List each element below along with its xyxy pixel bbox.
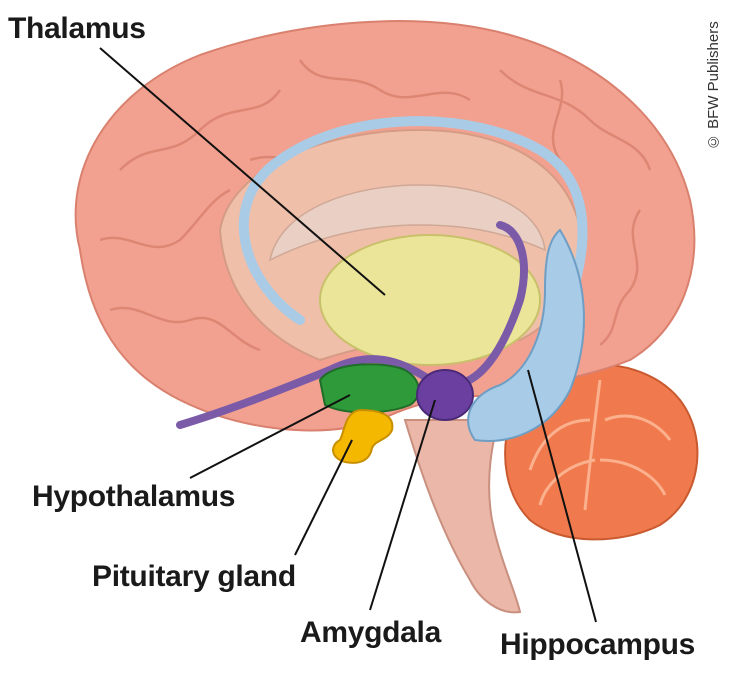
amygdala (416, 369, 474, 421)
leader-lines (99, 47, 597, 623)
hypothalamus-leader (189, 394, 351, 479)
hippocampus-leader (527, 369, 597, 623)
corpus-callosum (268, 184, 546, 262)
cortex-gyri (99, 59, 652, 352)
hypothalamus-label: Hypothalamus (32, 480, 236, 513)
brainstem (403, 419, 522, 614)
amygdala-leader (369, 399, 436, 611)
thalamus-leader (99, 47, 386, 296)
cerebellum-folds (528, 379, 672, 511)
thalamus (319, 234, 541, 366)
copyright-credit: © BFW Publishers (705, 21, 722, 150)
fornix (238, 116, 588, 325)
amygdala-label: Amygdala (300, 616, 441, 649)
pituitary-gland-label: Pituitary gland (92, 560, 296, 593)
pituitary-leader (294, 439, 353, 556)
hypothalamus (318, 363, 420, 414)
hippocampus (467, 228, 585, 442)
thalamus-label: Thalamus (8, 12, 146, 45)
hippocampus-label: Hippocampus (500, 628, 696, 661)
